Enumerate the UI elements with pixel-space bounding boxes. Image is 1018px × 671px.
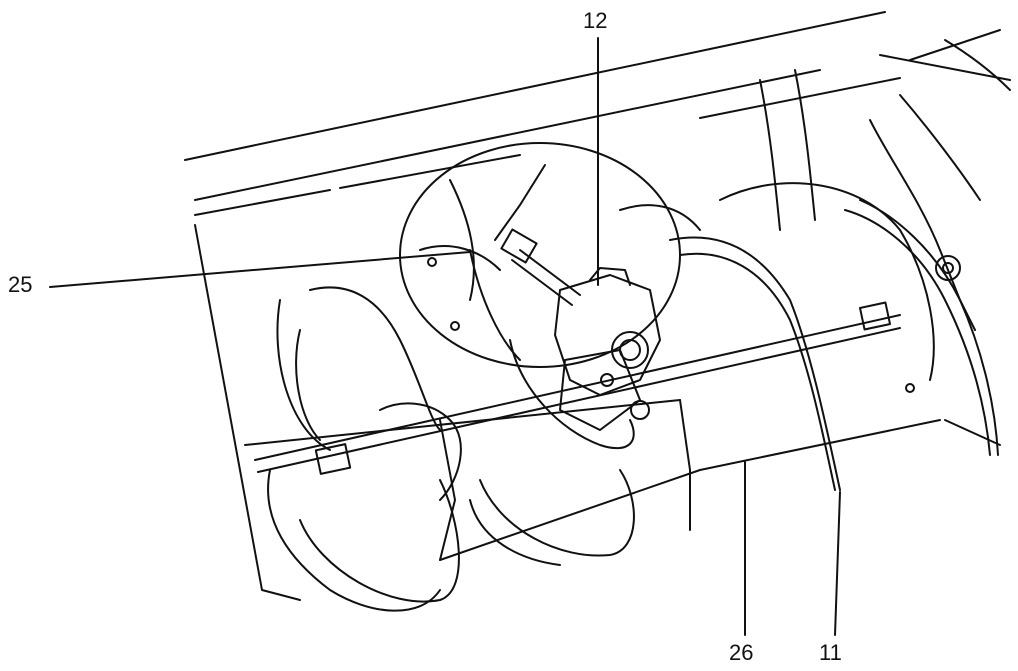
- leader-line-25: [49, 251, 471, 288]
- auger-flighting-right: [619, 69, 999, 531]
- leader-lines: [49, 37, 841, 636]
- callout-label-25: 25: [8, 272, 33, 297]
- leader-line-11: [834, 491, 841, 636]
- auger-flighting-left: [267, 286, 462, 612]
- callout-label-11: 11: [819, 640, 842, 665]
- auger-shaft: [254, 301, 901, 475]
- callout-label-12: 12: [583, 8, 608, 33]
- auger-flighting-center: [469, 164, 635, 566]
- gearbox: [500, 228, 661, 431]
- callout-label-26: 26: [729, 640, 754, 665]
- housing-right-end: [869, 39, 1011, 393]
